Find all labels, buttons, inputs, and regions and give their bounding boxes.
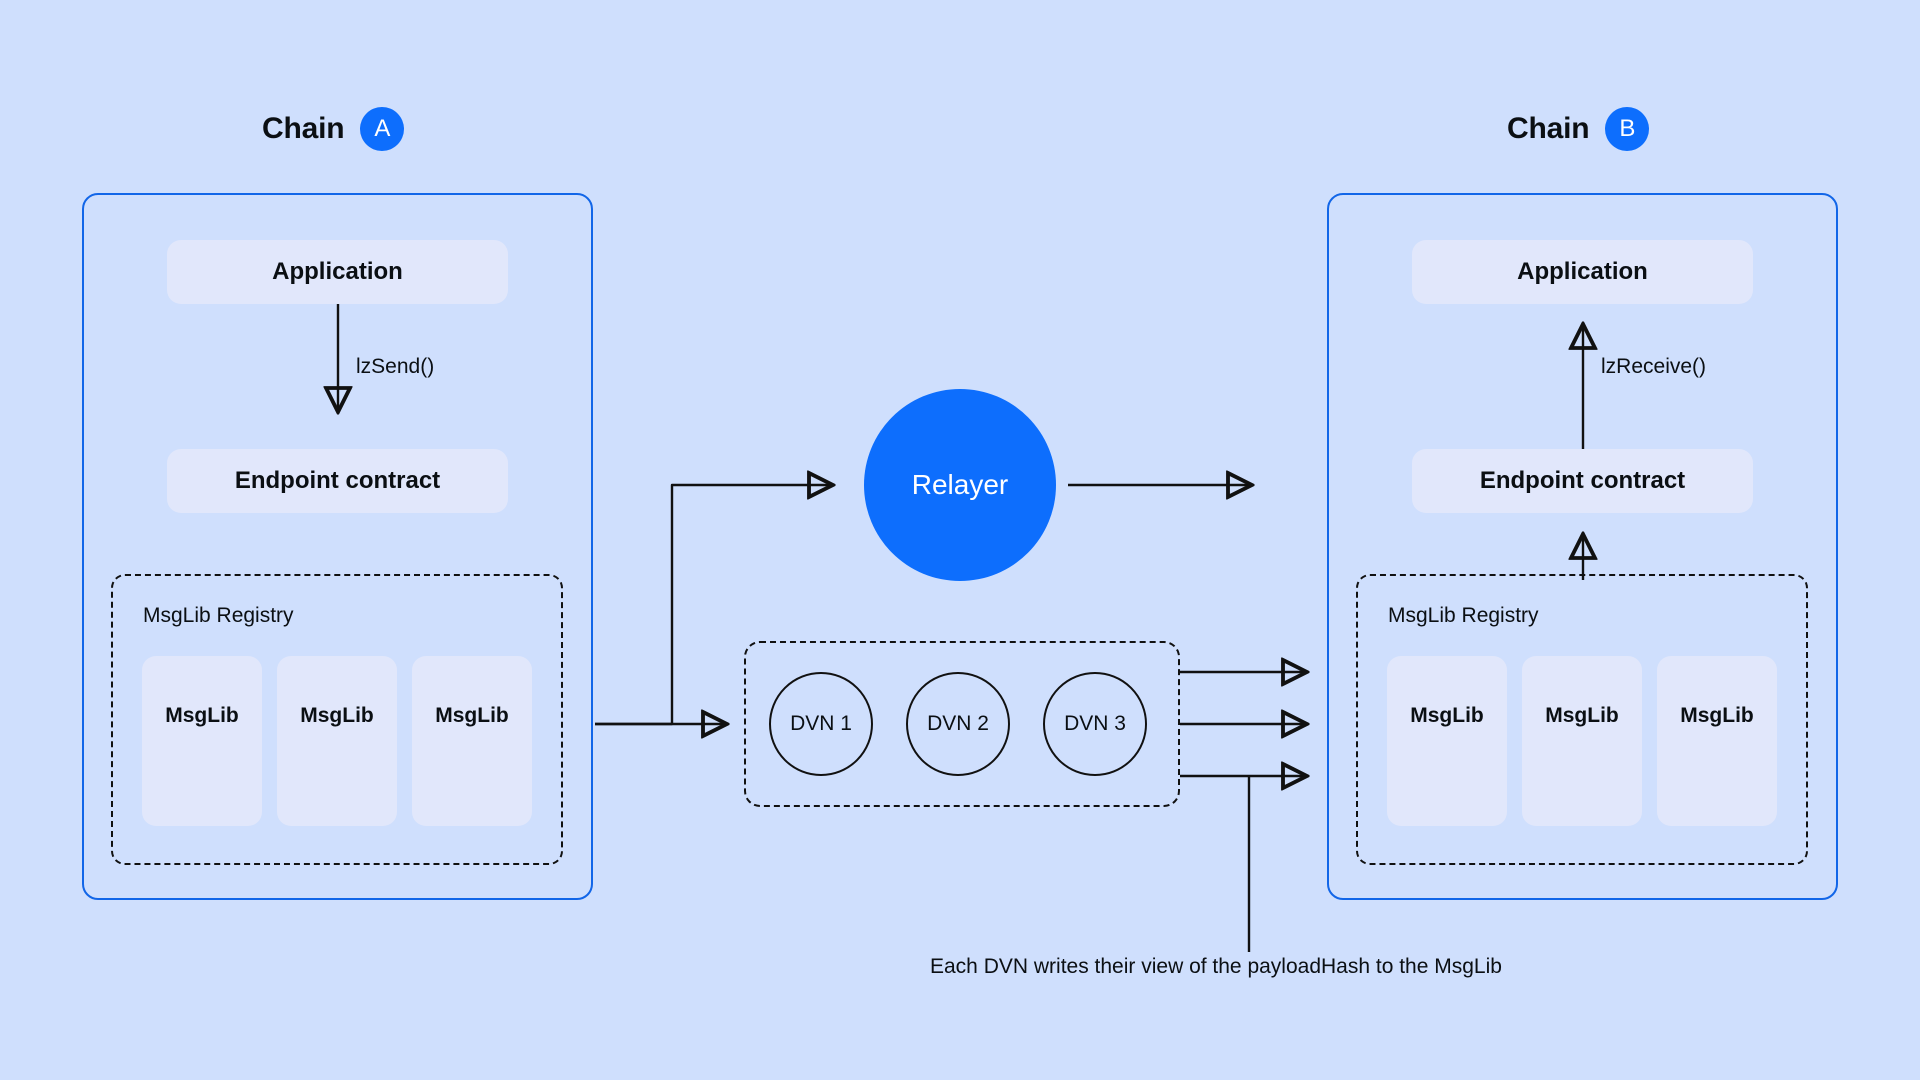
dvn-group — [744, 641, 1180, 807]
chain-b-lzreceive-label: lzReceive() — [1601, 355, 1707, 378]
chain-a-msglib-3[interactable]: MsgLib — [412, 656, 532, 826]
relayer-label: Relayer — [911, 469, 1009, 500]
dvn-node-1[interactable]: DVN 1 — [769, 672, 873, 776]
chain-b-msglib-2[interactable]: MsgLib — [1522, 656, 1642, 826]
chain-a-msglib-2-label: MsgLib — [300, 704, 374, 727]
dvn-node-3-label: DVN 3 — [1064, 712, 1126, 735]
chain-a-application-label: Application — [272, 258, 403, 285]
chain-b-application-block[interactable]: Application — [1412, 240, 1753, 304]
chain-b-msglib-1[interactable]: MsgLib — [1387, 656, 1507, 826]
chain-b-registry-label: MsgLib Registry — [1388, 604, 1539, 627]
chain-a-header: Chain A — [262, 107, 405, 151]
chain-b-msglib-registry: MsgLib Registry — [1356, 574, 1808, 865]
chain-a-endpoint-label: Endpoint contract — [234, 467, 441, 494]
chain-b-endpoint-block[interactable]: Endpoint contract — [1412, 449, 1753, 513]
chain-b-msglib-3[interactable]: MsgLib — [1657, 656, 1777, 826]
dvn-caption: Each DVN writes their view of the payloa… — [930, 955, 1502, 978]
chain-a-endpoint-block[interactable]: Endpoint contract — [167, 449, 508, 513]
chain-a-msglib-1[interactable]: MsgLib — [142, 656, 262, 826]
chain-a-registry-label: MsgLib Registry — [143, 604, 294, 627]
relayer-node[interactable]: Relayer — [864, 389, 1056, 581]
chain-b-badge: B — [1605, 107, 1650, 151]
chain-b-endpoint-label: Endpoint contract — [1479, 467, 1686, 494]
chain-b-header: Chain B — [1507, 107, 1650, 151]
dvn-node-2-label: DVN 2 — [927, 712, 989, 735]
dvn-node-3[interactable]: DVN 3 — [1043, 672, 1147, 776]
chain-a-msglib-3-label: MsgLib — [435, 704, 509, 727]
chain-b-msglib-3-label: MsgLib — [1680, 704, 1754, 727]
chain-a-panel — [82, 193, 593, 900]
chain-a-badge: A — [360, 107, 405, 151]
chain-b-msglib-1-label: MsgLib — [1410, 704, 1484, 727]
chain-a-application-block[interactable]: Application — [167, 240, 508, 304]
chain-b-msglib-2-label: MsgLib — [1545, 704, 1619, 727]
chain-a-msglib-2[interactable]: MsgLib — [277, 656, 397, 826]
chain-a-lzsend-label: lzSend() — [356, 355, 435, 378]
dvn-node-1-label: DVN 1 — [790, 712, 852, 735]
chain-b-title: Chain — [1507, 112, 1590, 145]
chain-a-title: Chain — [262, 112, 345, 145]
chain-a-msglib-registry: MsgLib Registry — [111, 574, 563, 865]
chain-b-panel — [1327, 193, 1838, 900]
chain-a-msglib-1-label: MsgLib — [165, 704, 239, 727]
chain-b-application-label: Application — [1517, 258, 1648, 285]
dvn-node-2[interactable]: DVN 2 — [906, 672, 1010, 776]
